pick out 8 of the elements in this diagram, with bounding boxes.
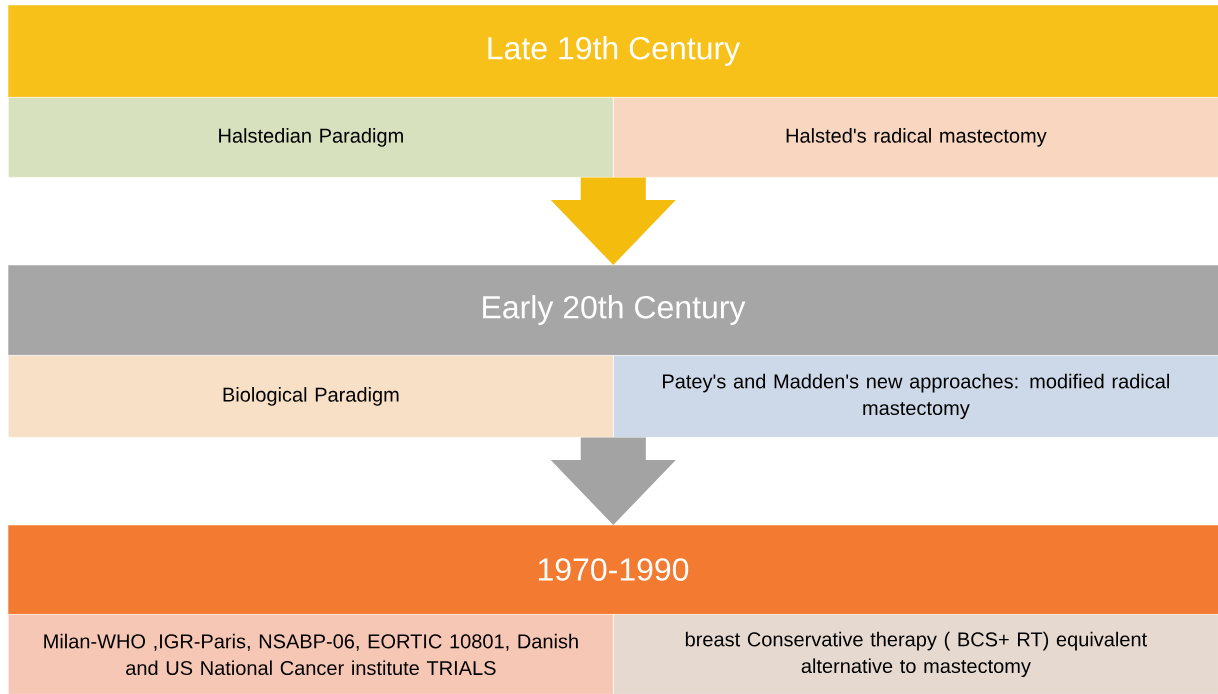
text-box: Biological Paradigm [8,355,614,438]
text-box: Halsted's radical mastectomy [613,97,1218,178]
block-arrow [550,437,676,525]
text-box: Halstedian Paradigm [8,97,614,178]
block-arrow [550,177,676,265]
text-box: Milan-WHO ,IGR-Paris, NSABP-06, EORTIC 10801, Danish and US National Cancer institute TRIALS [8,614,614,694]
text-box: Patey's and Madden's new approaches: modified radical mastectomy [613,355,1218,438]
text-box: breast Conservative therapy ( BCS+ RT) equivalent alternative to mastectomy [613,614,1218,694]
